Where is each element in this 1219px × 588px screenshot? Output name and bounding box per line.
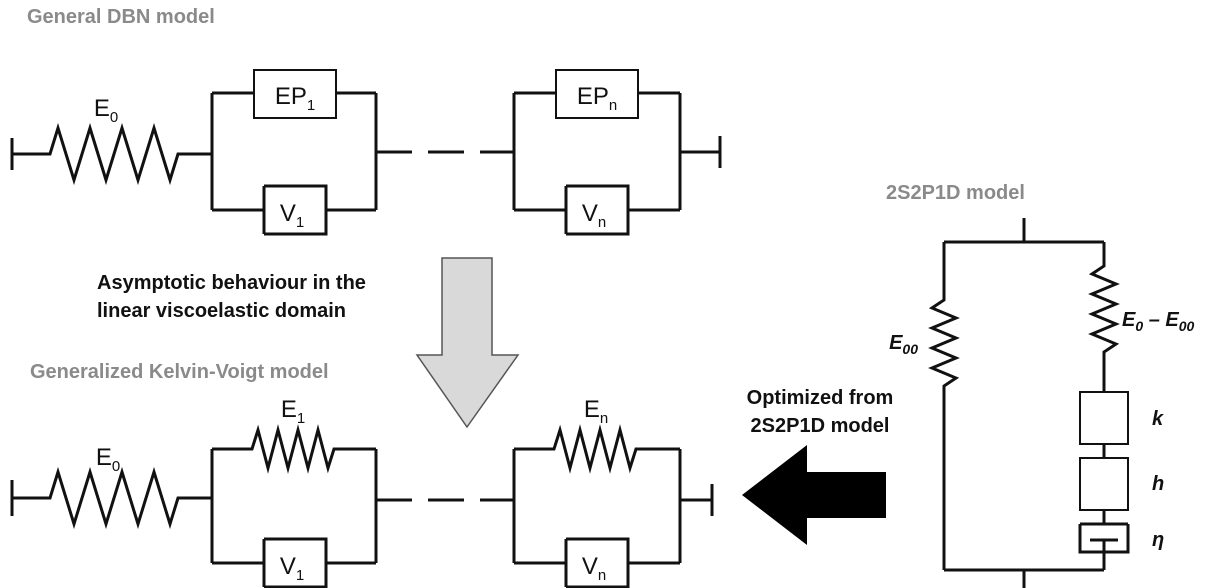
dbn-ep1-label: EP1	[275, 83, 315, 114]
dbn-element-1: EP1 V1	[210, 69, 378, 236]
dbn-model-title: General DBN model	[27, 6, 215, 28]
s2p1d-k-label: k	[1152, 408, 1164, 430]
dbn-model: E0 EP1 V1 EPn Vn	[10, 69, 722, 236]
gkv-spring-e0	[12, 466, 212, 530]
s2p1d-model-title: 2S2P1D model	[886, 182, 1025, 204]
dbn-epn-box	[555, 69, 639, 119]
gkv-v1-label: V1	[280, 553, 304, 584]
dbn-v1-label: V1	[280, 200, 304, 231]
s2p1d-spring-e0-minus-e00	[1088, 242, 1120, 392]
gkv-element-n: En Vn	[512, 396, 682, 588]
down-arrow-icon	[415, 257, 520, 429]
dbn-epn-label: EPn	[577, 83, 617, 114]
s2p1d-parabolic-h	[1079, 457, 1129, 511]
gkv-vn-label: Vn	[582, 553, 606, 584]
asymptotic-line-2: linear viscoelastic domain	[97, 300, 346, 322]
s2p1d-e0-minus-e00-label: E0 – E00	[1122, 309, 1195, 334]
optimized-line-2: 2S2P1D model	[750, 415, 890, 437]
s2p1d-h-label: h	[1152, 473, 1164, 495]
left-arrow-icon	[742, 445, 886, 545]
s2p1d-eta-label: η	[1152, 529, 1164, 551]
dbn-e0-label: E0	[94, 95, 118, 126]
gkv-spring-e1	[212, 424, 376, 474]
gkv-e1-label: E1	[281, 396, 305, 427]
s2p1d-e00-label: E00	[889, 332, 918, 357]
gkv-en-label: En	[584, 396, 608, 427]
s2p1d-model: E00 E0 – E00 k h η	[889, 218, 1195, 588]
s2p1d-spring-e00	[928, 242, 960, 570]
asymptotic-annotation: Asymptotic behaviour in the linear visco…	[97, 269, 366, 325]
optimized-annotation: Optimized from 2S2P1D model	[722, 384, 918, 440]
dbn-vn-label: Vn	[582, 200, 606, 231]
dbn-element-n: EPn Vn	[512, 69, 682, 236]
optimized-line-1: Optimized from	[746, 387, 894, 409]
gkv-e0-label: E0	[96, 444, 120, 475]
asymptotic-line-1: Asymptotic behaviour in the	[97, 272, 366, 294]
kelvin-voigt-model-title: Generalized Kelvin-Voigt model	[30, 361, 329, 383]
gkv-model: E0 E1 V1 En Vn	[10, 396, 714, 588]
dbn-spring-e0	[12, 122, 212, 186]
gkv-element-1: E1 V1	[210, 396, 378, 588]
s2p1d-parabolic-k	[1079, 391, 1129, 445]
gkv-spring-en	[514, 424, 680, 474]
